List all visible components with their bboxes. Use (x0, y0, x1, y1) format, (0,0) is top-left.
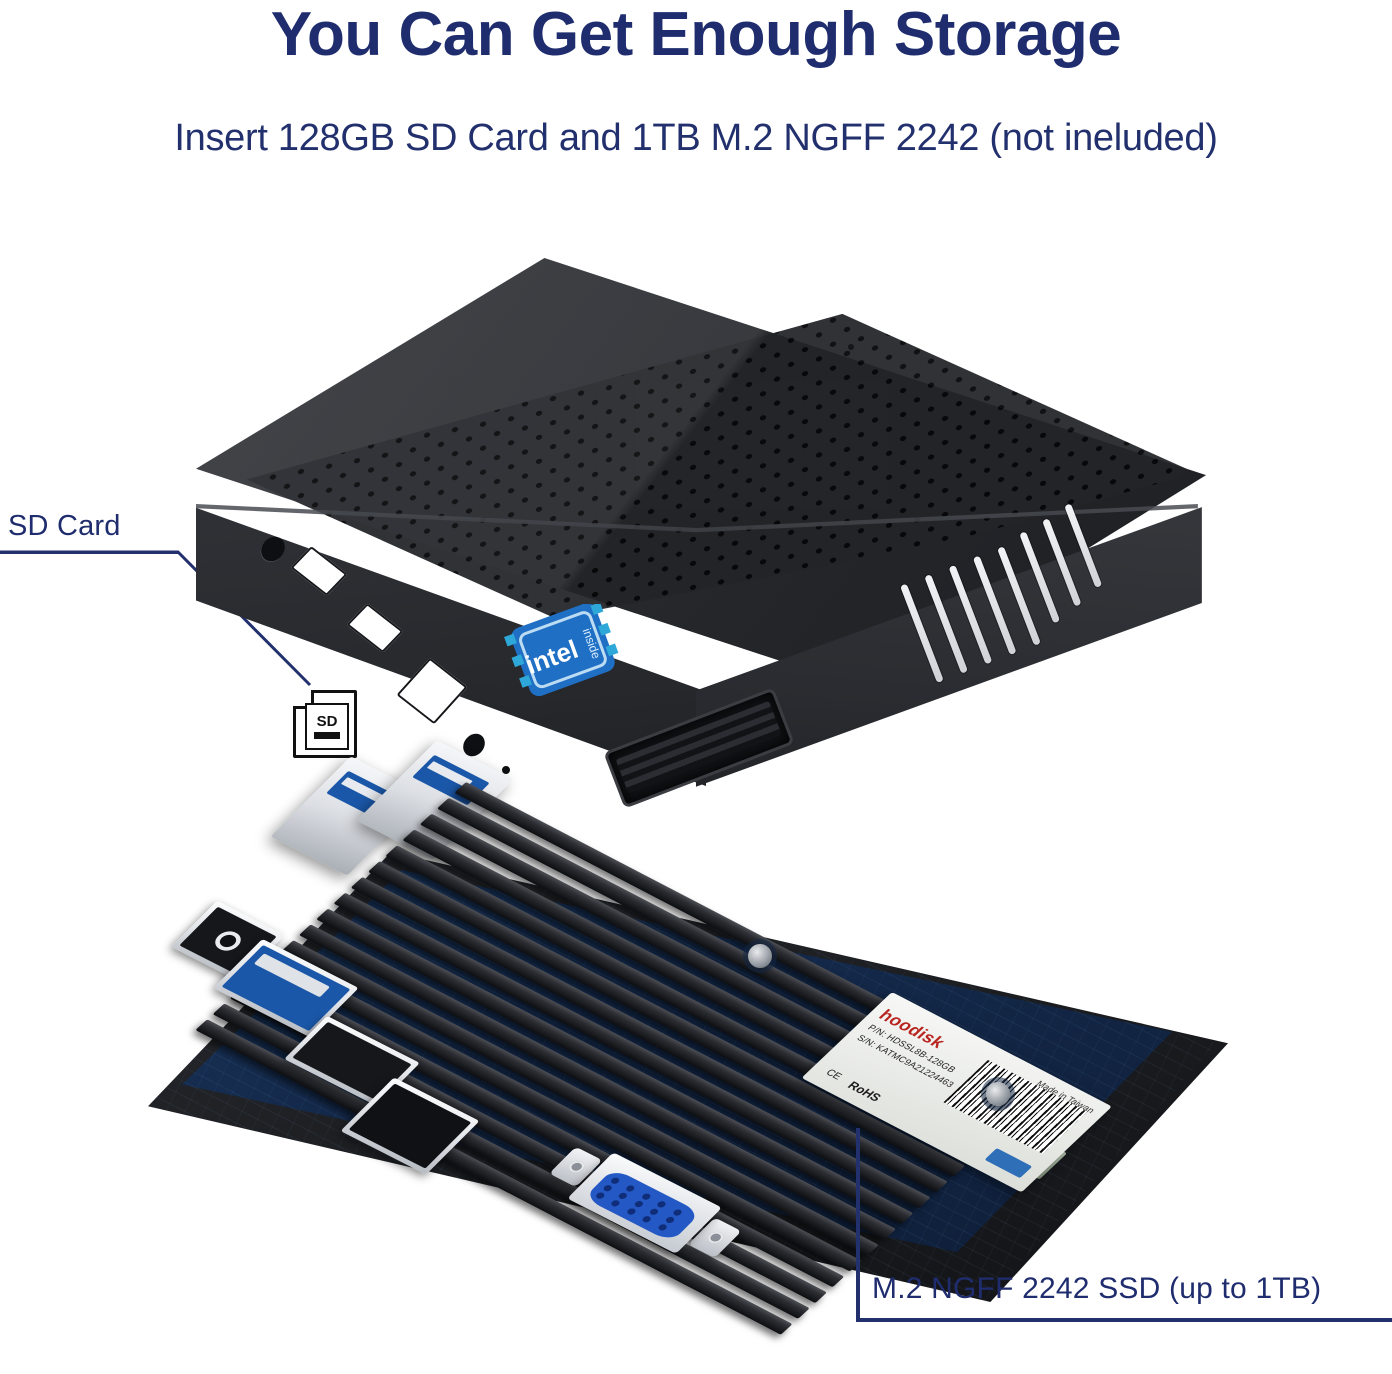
status-led-pinhole (848, 344, 854, 350)
sd-card-icon-label: SD (316, 713, 338, 730)
ssd-ce-mark: CE (823, 1067, 844, 1083)
ssd-rohs-mark: RoHS (844, 1078, 885, 1105)
ssd-mounting-screw (986, 1082, 1010, 1106)
ssd-controller-chip (984, 1148, 1033, 1179)
case-cutout-reset-pinhole (502, 766, 510, 774)
callout-label-ssd: M.2 NGFF 2242 SSD (up to 1TB) (872, 1272, 1322, 1305)
page-subtitle: Insert 128GB SD Card and 1TB M.2 NGFF 22… (174, 117, 1218, 159)
board-standoff-screw (748, 944, 772, 968)
sd-card-icon-face: SD (305, 703, 349, 750)
sd-card-icon-bar (314, 732, 340, 739)
callout-underline-ssd (860, 1318, 1392, 1322)
callout-leader-line-ssd (852, 1128, 866, 1322)
callout-underline-sd-card (0, 551, 178, 554)
intel-inside-badge: intel inside (504, 604, 619, 696)
callout-label-sd-card: SD Card (8, 510, 121, 542)
product-feature-image: You Can Get Enough Storage Insert 128GB … (0, 0, 1392, 1327)
sd-card-icon: SD (293, 690, 357, 758)
page-title: You Can Get Enough Storage (270, 0, 1122, 69)
